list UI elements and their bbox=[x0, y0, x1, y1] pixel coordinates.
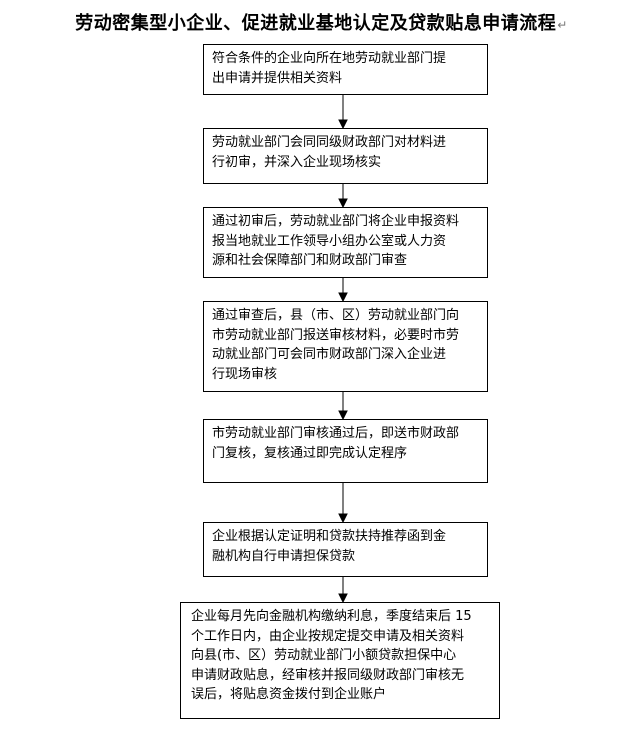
step-5-line: 门复核，复核通过即完成认定程序 bbox=[212, 445, 408, 461]
title-text: 劳动密集型小企业、促进就业基地认定及贷款贴息申请流程 bbox=[75, 13, 557, 34]
step-1-box: 符合条件的企业向所在地劳动就业部门提 出申请并提供相关资料 bbox=[203, 44, 488, 95]
step-4-line: 动就业部门可会同市财政部门深入企业进 bbox=[212, 347, 447, 362]
step-3-box: 通过初审后，劳动就业部门将企业申报资料 报当地就业工作领导小组办公室或人力资 源… bbox=[203, 207, 488, 278]
step-3-line: 通过初审后，劳动就业部门将企业申报资料 bbox=[212, 214, 460, 229]
step-2-box: 劳动就业部门会同同级财政部门对材料进 行初审，并深入企业现场核实 bbox=[203, 128, 488, 184]
step-7-line: 申请财政贴息，经审核并报同级财政部门审核无 bbox=[191, 667, 465, 683]
step-6-line: 企业根据认定证明和贷款扶持推荐函到金 bbox=[212, 529, 447, 544]
page-title: 劳动密集型小企业、促进就业基地认定及贷款贴息申请流程↵ bbox=[0, 9, 643, 35]
step-7-box: 企业每月先向金融机构缴纳利息，季度结束后 15 个工作日内，由企业按规定提交申请… bbox=[180, 602, 500, 719]
step-4-line: 市劳动就业部门报送审核材料，必要时市劳 bbox=[212, 327, 460, 343]
step-7-line: 个工作日内，由企业按规定提交申请及相关资料 bbox=[191, 628, 465, 644]
step-7-line: 企业每月先向金融机构缴纳利息，季度结束后 15 bbox=[191, 609, 472, 624]
step-2-line: 行初审，并深入企业现场核实 bbox=[212, 154, 382, 170]
arrowhead-1 bbox=[338, 119, 348, 130]
step-7-line: 向县(市、区）劳动就业部门小额贷款担保中心 bbox=[191, 648, 457, 663]
step-5-line: 市劳动就业部门审核通过后，即送市财政部 bbox=[212, 426, 460, 441]
arrowhead-3 bbox=[338, 292, 348, 303]
arrowhead-6 bbox=[338, 593, 348, 604]
paragraph-mark: ↵ bbox=[557, 18, 568, 32]
step-2-line: 劳动就业部门会同同级财政部门对材料进 bbox=[212, 135, 447, 150]
step-1-line: 符合条件的企业向所在地劳动就业部门提 bbox=[212, 51, 447, 66]
arrowhead-2 bbox=[338, 198, 348, 209]
arrowhead-5 bbox=[338, 513, 348, 524]
step-4-box: 通过审查后，县（市、区）劳动就业部门向 市劳动就业部门报送审核材料，必要时市劳 … bbox=[203, 301, 488, 392]
step-4-line: 行现场审核 bbox=[212, 366, 278, 382]
step-5-box: 市劳动就业部门审核通过后，即送市财政部 门复核，复核通过即完成认定程序 bbox=[203, 419, 488, 483]
step-6-box: 企业根据认定证明和贷款扶持推荐函到金 融机构自行申请担保贷款 bbox=[203, 522, 488, 577]
step-7-line: 误后，将贴息资金拨付到企业账户 bbox=[191, 687, 387, 702]
step-6-line: 融机构自行申请担保贷款 bbox=[212, 548, 356, 564]
step-1-line: 出申请并提供相关资料 bbox=[212, 70, 343, 86]
step-3-line: 源和社会保障部门和财政部门审查 bbox=[212, 253, 408, 268]
step-4-line: 通过审查后，县（市、区）劳动就业部门向 bbox=[212, 308, 460, 323]
arrowhead-4 bbox=[338, 410, 348, 421]
step-3-line: 报当地就业工作领导小组办公室或人力资 bbox=[212, 233, 447, 249]
